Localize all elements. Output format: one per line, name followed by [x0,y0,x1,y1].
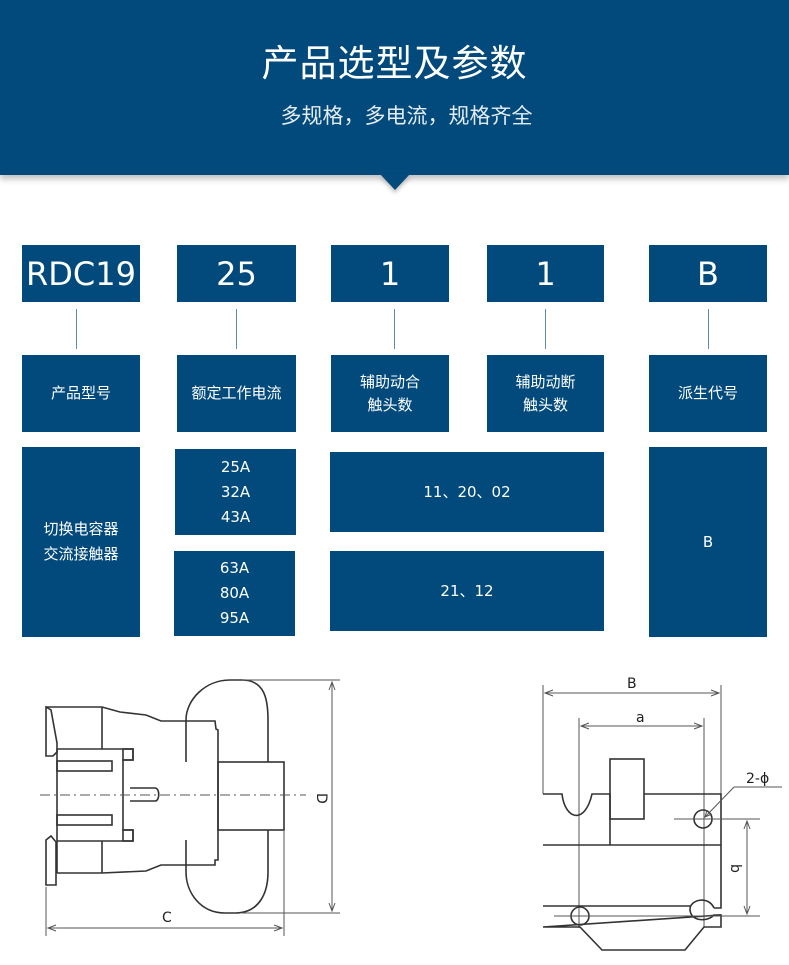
header-pointer-arrow [380,174,410,190]
connector-line [236,309,237,349]
connector-line [708,309,709,349]
label-derivative: 派生代号 [649,355,767,432]
current-value: 63A [219,559,250,577]
coil-outline [185,679,269,914]
value-contacts-group-2: 21、12 [330,551,604,631]
shaft [217,761,285,831]
label-no-contacts: 辅助动合 触头数 [331,355,449,432]
dimension-b-small-label: b [727,864,743,873]
page-subtitle: 多规格，多电流，规格齐全 [280,104,533,128]
current-value: 80A [219,584,250,602]
value-product-type: 切换电容器 交流接触器 [22,447,140,637]
label-text: 派生代号 [677,384,738,402]
label-rated-current: 额定工作电流 [177,355,296,432]
label-text: 辅助动断 [515,372,576,391]
dimension-d-label: D [313,793,329,804]
side-view-drawing: D C [40,679,340,936]
code-box-series: RDC19 [22,245,140,302]
label-text: 辅助动合 [359,372,420,391]
code-box-nc-contacts: 1 [487,245,604,302]
connector-line [545,309,546,349]
label-text: 触头数 [367,395,413,414]
code-box-current: 25 [177,245,296,302]
value-current-group-1: 25A 32A 43A [175,449,296,535]
label-nc-contacts: 辅助动断 触头数 [487,355,604,432]
dimension-c-label: C [162,910,172,926]
current-value: 43A [220,507,251,526]
value-text: 交流接触器 [43,545,119,563]
top-block [609,758,645,820]
current-value: 95A [219,609,250,627]
current-value: 25A [220,457,251,476]
hole-note-label: 2-ϕ [746,771,769,787]
label-text: 额定工作电流 [191,384,282,402]
label-text: 产品型号 [50,384,111,402]
value-contacts-group-1: 11、20、02 [330,452,604,532]
label-text: 触头数 [522,395,568,414]
value-text: 切换电容器 [43,520,119,538]
value-derivative: B [649,447,767,637]
dimension-b-label: B [627,676,637,692]
code-box-no-contacts: 1 [331,245,449,302]
connector-line [76,309,77,349]
page-title: 产品选型及参数 [261,42,528,85]
value-current-group-2: 63A 80A 95A [174,551,295,636]
connector-line [394,309,395,349]
base-outline [542,793,722,951]
front-view-drawing: B a b 2-ϕ [542,676,782,951]
label-product-model: 产品型号 [22,355,140,432]
body-outline [45,705,58,757]
dimension-a-label: a [636,710,645,726]
header-banner: 产品选型及参数 多规格，多电流，规格齐全 [0,0,789,175]
current-value: 32A [220,482,251,501]
code-box-derivative: B [649,245,767,302]
